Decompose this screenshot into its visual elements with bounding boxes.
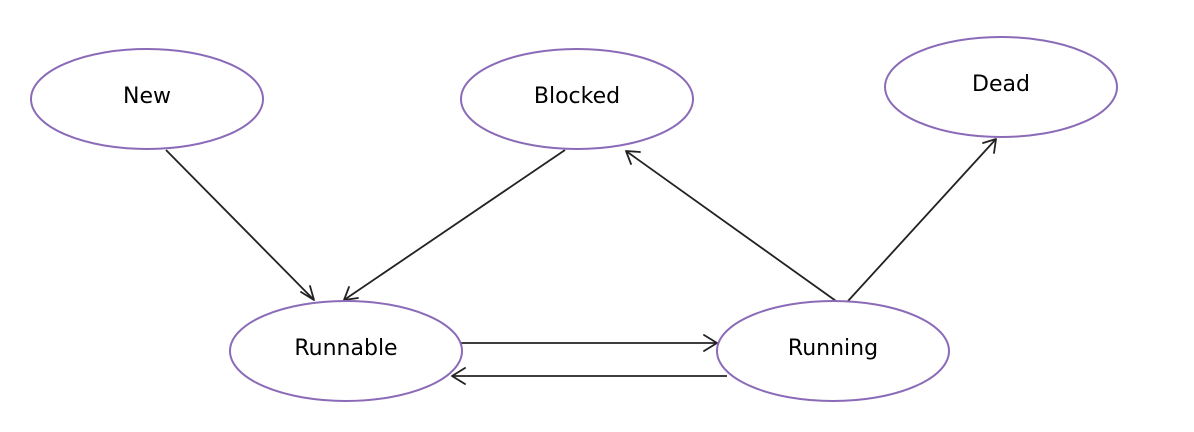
edge-running-to-runnable — [451, 367, 727, 385]
edge-running-to-blocked — [625, 150, 837, 302]
node-blocked-shape — [460, 48, 694, 150]
node-new: New — [30, 48, 264, 150]
node-dead-label: Dead — [972, 72, 1030, 97]
node-runnable-shape — [229, 300, 463, 402]
node-dead-shape — [884, 36, 1118, 138]
node-runnable-label: Runnable — [294, 336, 397, 361]
node-running-label: Running — [788, 336, 878, 361]
node-dead: Dead — [884, 36, 1118, 138]
node-new-label: New — [123, 84, 171, 109]
edge-blocked-to-runnable — [343, 149, 566, 301]
node-running-shape — [716, 300, 950, 402]
node-running: Running — [716, 300, 950, 402]
edge-runnable-to-running — [460, 334, 718, 352]
edge-running-to-dead — [847, 138, 997, 302]
node-new-shape — [30, 48, 264, 150]
node-runnable: Runnable — [229, 300, 463, 402]
node-blocked-label: Blocked — [534, 84, 620, 109]
node-blocked: Blocked — [460, 48, 694, 150]
edge-new-to-runnable — [165, 149, 315, 301]
